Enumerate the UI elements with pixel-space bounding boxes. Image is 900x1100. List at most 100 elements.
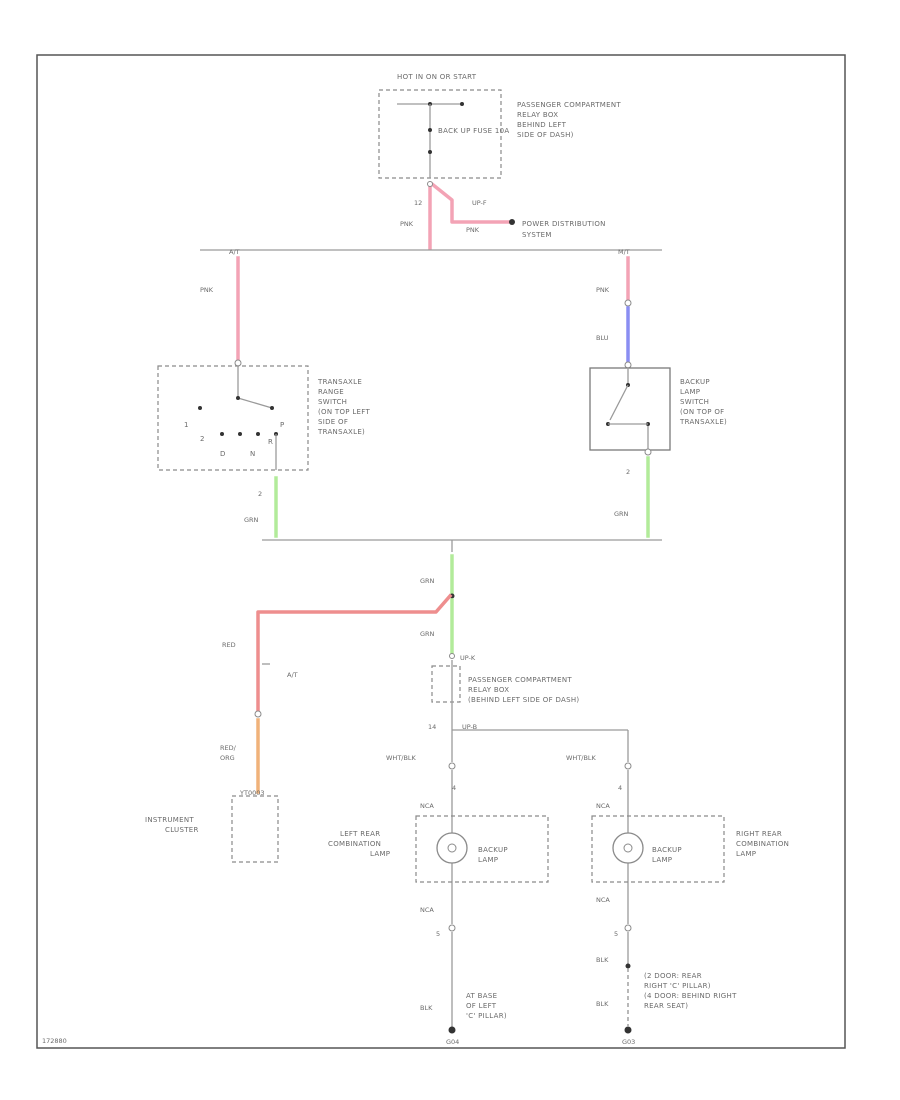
wire-label-nca-right-1: NCA <box>596 802 610 810</box>
backup-switch-desc-2: LAMP <box>680 388 700 396</box>
right-lamp-name-1: RIGHT REAR <box>736 830 782 838</box>
range-switch-desc-6: TRANSAXLE) <box>317 428 365 436</box>
wire-label-pnk-mt: PNK <box>596 286 610 294</box>
right-ground-id: G03 <box>622 1038 635 1046</box>
backup-switch-desc-4: (ON TOP OF <box>680 408 724 416</box>
relay-pin-top: UP-K <box>460 654 476 662</box>
wire-label-grn-center-1: GRN <box>420 577 435 585</box>
right-ground-desc-3: (4 DOOR: BEHIND RIGHT <box>644 992 737 1000</box>
power-dist-label-1: POWER DISTRIBUTION <box>522 220 606 228</box>
range-switch-desc-4: (ON TOP LEFT <box>318 408 370 416</box>
wire-label-grn-mt: GRN <box>614 510 629 518</box>
wire-label-blk-left: BLK <box>420 1004 433 1012</box>
fuse-block-desc-3: BEHIND LEFT <box>517 121 567 129</box>
wire-label-red-org-1: RED/ <box>220 744 237 752</box>
gear-label-d: D <box>220 450 226 458</box>
relay-pin-a: 14 <box>428 723 436 731</box>
right-bulb-icon <box>612 832 644 864</box>
range-switch-pin: 2 <box>258 490 262 498</box>
fuse-supply-label: HOT IN ON OR START <box>397 73 477 81</box>
wire-label-pnk-at: PNK <box>200 286 214 294</box>
branch-label-at: A/T <box>229 248 240 256</box>
range-switch-desc-2: RANGE <box>318 388 344 396</box>
gear-label-n: N <box>250 450 256 458</box>
left-lamp-pin-bot: 5 <box>436 930 440 938</box>
right-lamp-pin-bot: 5 <box>614 930 618 938</box>
right-rear-combination-lamp: BACKUP LAMP RIGHT REAR COMBINATION LAMP <box>591 815 789 883</box>
right-ground: (2 DOOR: REAR RIGHT 'C' PILLAR) (4 DOOR:… <box>622 972 737 1046</box>
right-lamp-name-3: LAMP <box>736 850 756 858</box>
left-bulb-icon <box>436 832 468 864</box>
wire-label-wht-blk-left: WHT/BLK <box>386 754 417 762</box>
fuse-block-desc-4: SIDE OF DASH) <box>517 131 574 139</box>
wire-label-blk-right-2: BLK <box>596 1000 609 1008</box>
backup-lamp-switch: BACKUP LAMP SWITCH (ON TOP OF TRANSAXLE)… <box>589 367 727 476</box>
right-lamp-pin-top: 4 <box>618 784 622 792</box>
range-switch-desc-3: SWITCH <box>318 398 347 406</box>
right-ground-point <box>624 1026 632 1034</box>
wire-label-red-org-2: ORG <box>220 754 235 762</box>
wire-label-pnk-1: PNK <box>400 220 414 228</box>
cluster-name-1: INSTRUMENT <box>145 816 194 824</box>
left-lamp-name-2: COMBINATION <box>328 840 381 848</box>
diagram-frame <box>36 54 846 1049</box>
wire-label-blu: BLU <box>596 334 609 342</box>
range-switch-desc-5: SIDE OF <box>318 418 348 426</box>
backup-switch-desc-5: TRANSAXLE) <box>679 418 727 426</box>
left-lamp-name-3: LAMP <box>370 850 390 858</box>
left-ground-point <box>448 1026 456 1034</box>
left-lamp-name-1: LEFT REAR <box>340 830 380 838</box>
left-ground-id: G04 <box>446 1038 459 1046</box>
gear-label-p: P <box>280 421 285 429</box>
relay-desc-2: RELAY BOX <box>468 686 509 694</box>
fuse-block: HOT IN ON OR START BACK UP FUSE 10A PASS… <box>378 73 621 207</box>
right-ground-desc-1: (2 DOOR: REAR <box>644 972 702 980</box>
wire-label-wht-blk-right: WHT/BLK <box>566 754 597 762</box>
branch-label-mt: M/T <box>618 248 630 256</box>
relay-desc-1: PASSENGER COMPARTMENT <box>468 676 572 684</box>
fuse-pin-b: UP-F <box>472 199 487 207</box>
fuse-pin-a: 12 <box>414 199 422 207</box>
gear-label-r: R <box>268 438 273 446</box>
wire-label-nca-right-2: NCA <box>596 896 610 904</box>
relay-box: UP-K PASSENGER COMPARTMENT RELAY BOX (BE… <box>428 653 579 731</box>
wire-label-grn-at: GRN <box>244 516 259 524</box>
left-ground-desc-2: OF LEFT <box>466 1002 497 1010</box>
fuse-block-desc-1: PASSENGER COMPARTMENT <box>517 101 621 109</box>
wire-pnk-power-dist <box>429 181 514 224</box>
instrument-cluster: YT0003 INSTRUMENT CLUSTER <box>145 789 279 863</box>
left-ground: AT BASE OF LEFT 'C' PILLAR) G04 <box>446 992 507 1046</box>
cluster-connector-label: YT0003 <box>239 789 264 797</box>
cluster-name-2: CLUSTER <box>165 826 199 834</box>
left-rear-combination-lamp: BACKUP LAMP LEFT REAR COMBINATION LAMP <box>328 815 549 883</box>
figure-id: 172880 <box>42 1037 67 1045</box>
fuse-label: BACK UP FUSE 10A <box>438 127 509 135</box>
backup-switch-pin: 2 <box>626 468 630 476</box>
right-ground-desc-4: REAR SEAT) <box>644 1002 688 1010</box>
left-ground-desc-1: AT BASE <box>466 992 497 1000</box>
transaxle-range-switch: 1 2 D N P R TRANSAXLE RANGE SWITCH (ON T… <box>157 365 370 498</box>
left-lamp-pin-top: 4 <box>452 784 456 792</box>
backup-switch-desc-1: BACKUP <box>680 378 710 386</box>
wire-label-pnk-2: PNK <box>466 226 480 234</box>
cluster-at-label: A/T <box>287 671 298 679</box>
power-dist-label-2: SYSTEM <box>522 231 552 239</box>
wire-label-nca-left-1: NCA <box>420 802 434 810</box>
right-bulb-label-2: LAMP <box>652 856 672 864</box>
fuse-block-desc-2: RELAY BOX <box>517 111 558 119</box>
gear-label-1: 1 <box>184 421 189 429</box>
relay-pin-b: UP-B <box>462 723 477 731</box>
gear-label-2: 2 <box>200 435 205 443</box>
left-bulb-label-1: BACKUP <box>478 846 508 854</box>
wire-label-red: RED <box>222 641 236 649</box>
wire-red-cluster <box>256 593 453 712</box>
right-lamp-name-2: COMBINATION <box>736 840 789 848</box>
range-switch-desc-1: TRANSAXLE <box>317 378 362 386</box>
left-ground-desc-3: 'C' PILLAR) <box>466 1012 507 1020</box>
right-bulb-label-1: BACKUP <box>652 846 682 854</box>
relay-desc-3: (BEHIND LEFT SIDE OF DASH) <box>468 696 579 704</box>
wire-label-nca-left-2: NCA <box>420 906 434 914</box>
backup-switch-desc-3: SWITCH <box>680 398 709 406</box>
left-bulb-label-2: LAMP <box>478 856 498 864</box>
